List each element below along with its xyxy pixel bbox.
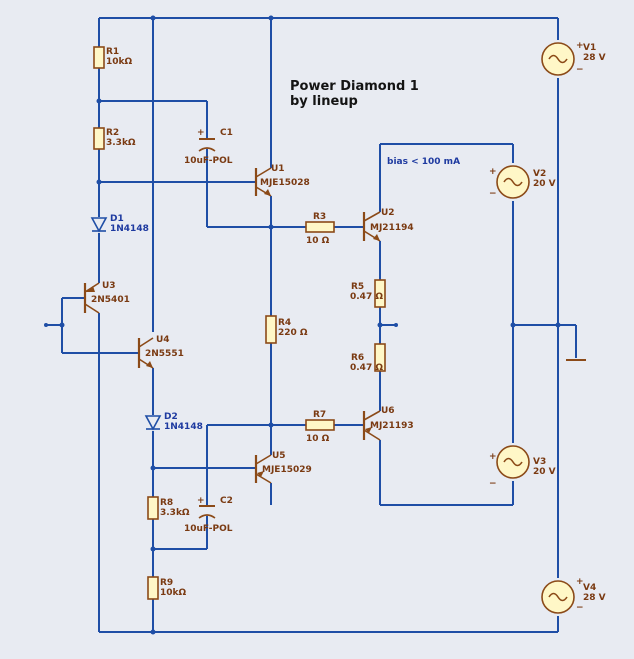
U5-value: MJE15029 <box>262 465 312 475</box>
R2-ref: R2 <box>106 128 119 138</box>
C1-ref: C1 <box>220 128 233 138</box>
V2-minus: − <box>489 189 497 199</box>
R4-value: 220 Ω <box>278 328 308 338</box>
R6-value: 0.47 Ω <box>350 363 383 373</box>
R8-ref: R8 <box>160 498 173 508</box>
V3-ref: V3 <box>533 457 546 467</box>
R7-value: 10 Ω <box>306 434 330 444</box>
U4-value: 2N5551 <box>145 349 184 359</box>
R6-ref: R6 <box>351 353 364 363</box>
U6-ref: U6 <box>381 406 395 416</box>
resistor-R1: R1 10kΩ <box>93 46 133 69</box>
C2-plus: + <box>197 496 205 506</box>
resistor-R2: R2 3.3kΩ <box>93 127 136 150</box>
C1-plus: + <box>197 128 205 138</box>
C2-ref: C2 <box>220 496 233 506</box>
R9-ref: R9 <box>160 578 173 588</box>
V3-minus: − <box>489 479 497 489</box>
R4-ref: R4 <box>278 318 291 328</box>
resistor-R8: R8 3.3kΩ <box>147 496 190 520</box>
voltage-source-V3: + V3 20 V − <box>489 445 556 489</box>
input-terminal <box>44 323 48 327</box>
U3-ref: U3 <box>102 281 116 291</box>
D1-value: 1N4148 <box>110 224 149 234</box>
U1-value: MJE15028 <box>260 178 310 188</box>
V4-value: 28 V <box>583 593 606 603</box>
V2-plus: + <box>489 167 497 177</box>
C1-value: 10uF-POL <box>184 156 233 166</box>
title-line2: by lineup <box>290 94 358 109</box>
transistor-U5: U5 MJE15029 <box>254 451 312 484</box>
D1-ref: D1 <box>110 214 124 224</box>
R1-ref: R1 <box>106 47 119 57</box>
voltage-source-V2: + V2 20 V − <box>489 165 556 199</box>
V1-ref: V1 <box>583 43 596 53</box>
voltage-source-V4: + V4 28 V − <box>541 577 606 614</box>
diode-D2: D2 1N4148 <box>144 412 203 432</box>
transistor-U3: U3 2N5401 <box>83 281 130 314</box>
V2-ref: V2 <box>533 169 546 179</box>
R3-value: 10 Ω <box>306 236 330 246</box>
resistor-R4: R4 220 Ω <box>265 315 308 344</box>
transistor-U1: U1 MJE15028 <box>254 164 310 197</box>
resistor-R6: R6 0.47 Ω <box>350 343 386 373</box>
V3-value: 20 V <box>533 467 556 477</box>
D2-ref: D2 <box>164 412 178 422</box>
V1-value: 28 V <box>583 53 606 63</box>
V3-plus: + <box>489 452 497 462</box>
V4-plus: + <box>576 577 584 587</box>
wires <box>46 17 577 633</box>
U5-ref: U5 <box>272 451 286 461</box>
diode-D1: D1 1N4148 <box>90 214 149 234</box>
transistor-U2: U2 MJ21194 <box>362 208 414 242</box>
R8-value: 3.3kΩ <box>160 508 190 518</box>
resistor-R9: R9 10kΩ <box>147 576 187 600</box>
V4-ref: V4 <box>583 583 596 593</box>
output-terminal <box>394 323 398 327</box>
title-line1: Power Diamond 1 <box>290 79 419 94</box>
C2-value: 10uF-POL <box>184 524 233 534</box>
transistor-U4: U4 2N5551 <box>137 335 184 369</box>
R2-value: 3.3kΩ <box>106 138 136 148</box>
R3-ref: R3 <box>313 212 326 222</box>
R5-ref: R5 <box>351 282 364 292</box>
capacitor-C2: + C2 10uF-POL <box>184 496 233 534</box>
V1-plus: + <box>576 41 584 51</box>
D2-value: 1N4148 <box>164 422 203 432</box>
voltage-source-V1: + V1 28 V − <box>541 41 606 76</box>
R9-value: 10kΩ <box>160 588 187 598</box>
U1-ref: U1 <box>271 164 285 174</box>
junctions <box>59 15 561 635</box>
R1-value: 10kΩ <box>106 57 133 67</box>
V2-value: 20 V <box>533 179 556 189</box>
resistor-R3: R3 10 Ω <box>305 212 335 246</box>
transistor-U6: U6 MJ21193 <box>362 406 414 441</box>
resistor-R5: R5 0.47 Ω <box>350 279 386 308</box>
V1-minus: − <box>576 65 584 75</box>
U4-ref: U4 <box>156 335 170 345</box>
U2-ref: U2 <box>381 208 395 218</box>
resistor-R7: R7 10 Ω <box>305 410 335 444</box>
V4-minus: − <box>576 603 584 613</box>
U3-value: 2N5401 <box>91 295 130 305</box>
capacitor-C1: + C1 10uF-POL <box>184 128 233 166</box>
U2-value: MJ21194 <box>370 223 414 233</box>
bias-note: bias < 100 mA <box>387 157 460 167</box>
R7-ref: R7 <box>313 410 326 420</box>
R5-value: 0.47 Ω <box>350 292 383 302</box>
U6-value: MJ21193 <box>370 421 414 431</box>
